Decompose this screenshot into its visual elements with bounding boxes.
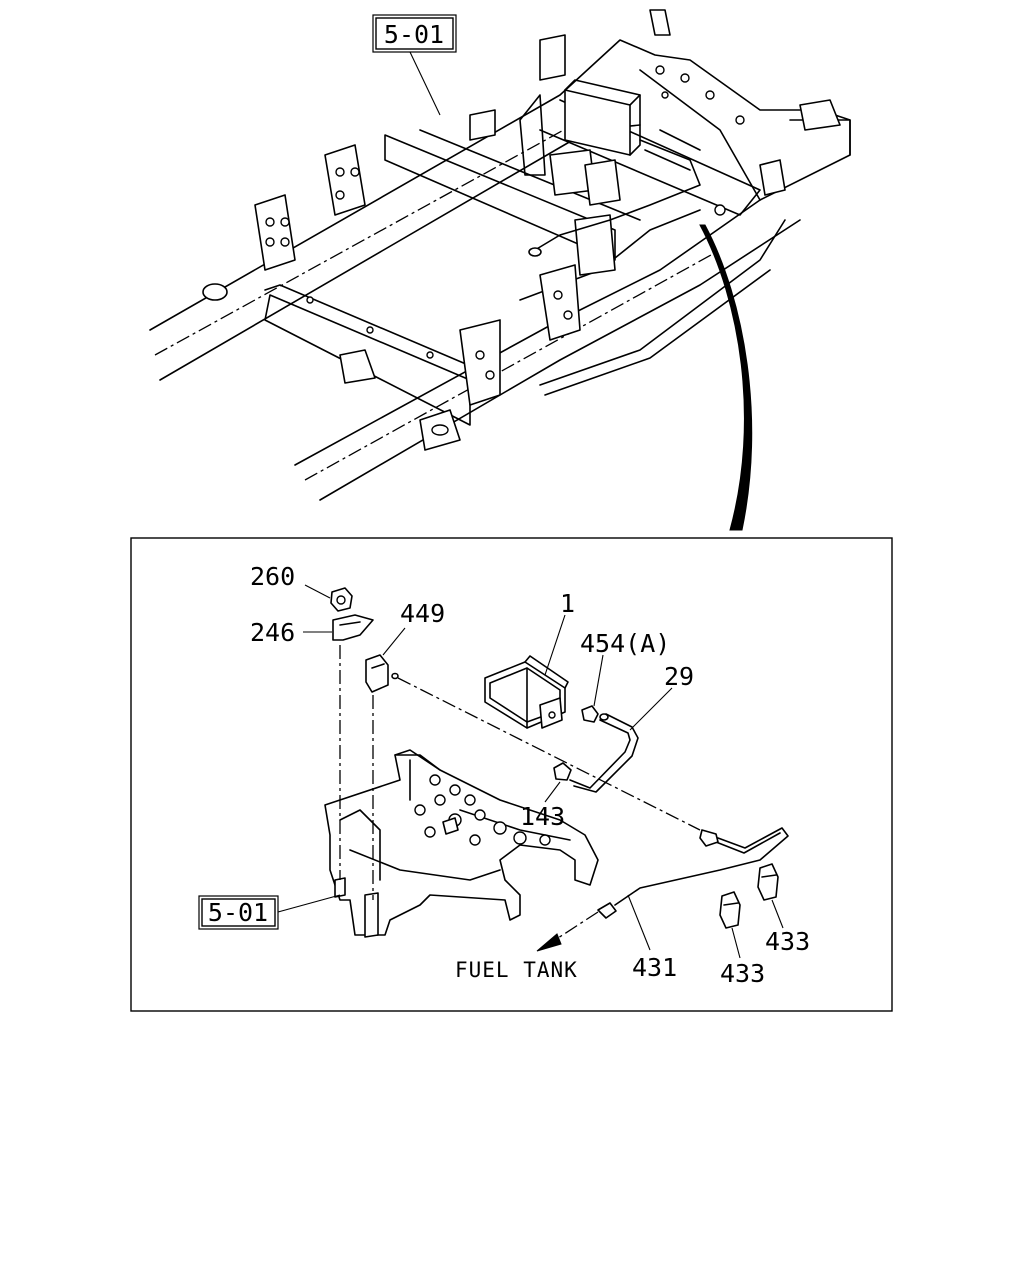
clip-433-lower: 433 [719, 891, 765, 988]
pipe-431-label: 431 [632, 953, 677, 982]
detail-view: 260 246 449 1 [130, 537, 893, 1012]
clip-433-lower-label: 433 [720, 959, 765, 988]
chassis-frame-drawing [149, 9, 851, 531]
clip-433-upper: 433 [757, 863, 810, 956]
detail-crossmember-drawing [324, 749, 599, 938]
canister-1-label: 1 [560, 589, 575, 618]
hose-29: 29 [569, 662, 694, 793]
hose-29-label: 29 [664, 662, 694, 691]
fuel-tank-arrow: FUEL TANK [455, 911, 599, 982]
clip-454A: 454(A) [580, 629, 670, 723]
clip-449: 449 [365, 599, 445, 693]
canister-1: 1 [484, 589, 575, 729]
detail-frame [130, 537, 893, 1012]
clip-454A-label: 454(A) [580, 629, 670, 658]
fuel-tank-label: FUEL TANK [455, 958, 578, 982]
bottom-reference-tag: 5-01 [198, 894, 341, 930]
bracket-246: 246 [250, 614, 374, 647]
clip-433-upper-label: 433 [765, 927, 810, 956]
bottom-reference-label: 5-01 [208, 898, 268, 927]
pipe-431: 431 [597, 827, 789, 982]
nut-260: 260 [250, 562, 353, 612]
top-reference-label: 5-01 [384, 20, 444, 49]
clip-143-label: 143 [520, 802, 565, 831]
clip-143: 143 [520, 762, 572, 831]
top-reference-tag: 5-01 [372, 14, 457, 116]
nut-260-label: 260 [250, 562, 295, 591]
bracket-246-label: 246 [250, 618, 295, 647]
clip-449-label: 449 [400, 599, 445, 628]
